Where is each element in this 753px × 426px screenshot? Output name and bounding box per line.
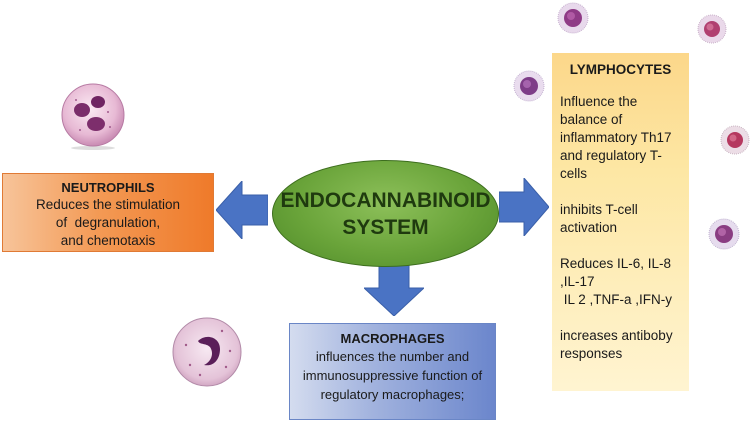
lymphocyte-cell-icon [720,125,750,155]
lymphocyte-cell-icon [557,2,589,34]
lymphocyte-cell-icon [697,14,727,44]
lymphocytes-effect-antibody: increases antiboby responses [560,327,689,363]
neutrophils-box: NEUTROPHILS Reduces the stimulation of d… [2,173,214,252]
right-arrow [499,178,549,236]
lymphocytes-effect-balance: Influence the balance of inflammatory Th… [560,93,689,183]
lymphocyte-cell-icon [513,70,545,102]
lymphocytes-text-line: and regulatory T- [560,148,662,163]
lymphocytes-text-line: inhibits T-cell [560,202,638,217]
neutrophils-line: and chemotaxis [60,233,156,248]
lymphocytes-text-line: activation [560,220,618,235]
lymphocytes-text-line: cells [560,166,588,181]
lymphocyte-cell-icon [708,218,740,250]
endocannabinoid-system-node: ENDOCANNABINOID SYSTEM [272,160,499,267]
lymphocytes-text-line: inflammatory Th17 [560,130,672,145]
macrophages-line: immunosuppressive function of [302,368,483,383]
neutrophils-title: NEUTROPHILS [61,180,155,195]
neutrophil-cell-icon [58,82,128,150]
neutrophils-line: of degranulation, [55,215,161,230]
left-arrow [216,181,268,239]
macrophages-title: MACROPHAGES [340,331,445,346]
lymphocytes-text-line: Reduces IL-6, IL-8 [560,256,672,271]
center-label-line2: SYSTEM [342,215,429,239]
macrophages-box: MACROPHAGES influences the number and im… [289,323,496,420]
lymphocytes-text-line: increases antiboby [560,328,673,343]
macrophages-line: influences the number and [315,349,470,364]
lymphocytes-text-line: balance of [560,112,623,127]
neutrophils-line: Reduces the stimulation [35,197,181,212]
center-label-line1: ENDOCANNABINOID [280,188,491,212]
lymphocytes-effect-inhibition: inhibits T-cell activation [560,201,689,237]
lymphocytes-text-line: responses [560,346,623,361]
lymphocytes-panel: LYMPHOCYTES Influence the balance of inf… [552,53,689,391]
lymphocytes-text-line: IL 2 ,TNF-a ,IFN-y [560,292,673,307]
macrophages-line: regulatory macrophages; [320,387,465,402]
lymphocytes-title: LYMPHOCYTES [569,62,672,77]
macrophage-cell-icon [170,315,245,390]
lymphocytes-text-line: Influence the [560,94,638,109]
down-arrow [364,262,424,316]
lymphocytes-text-line: ,IL-17 [560,274,595,289]
lymphocytes-effect-cytokines: Reduces IL-6, IL-8 ,IL-17 IL 2 ,TNF-a ,I… [560,255,689,309]
